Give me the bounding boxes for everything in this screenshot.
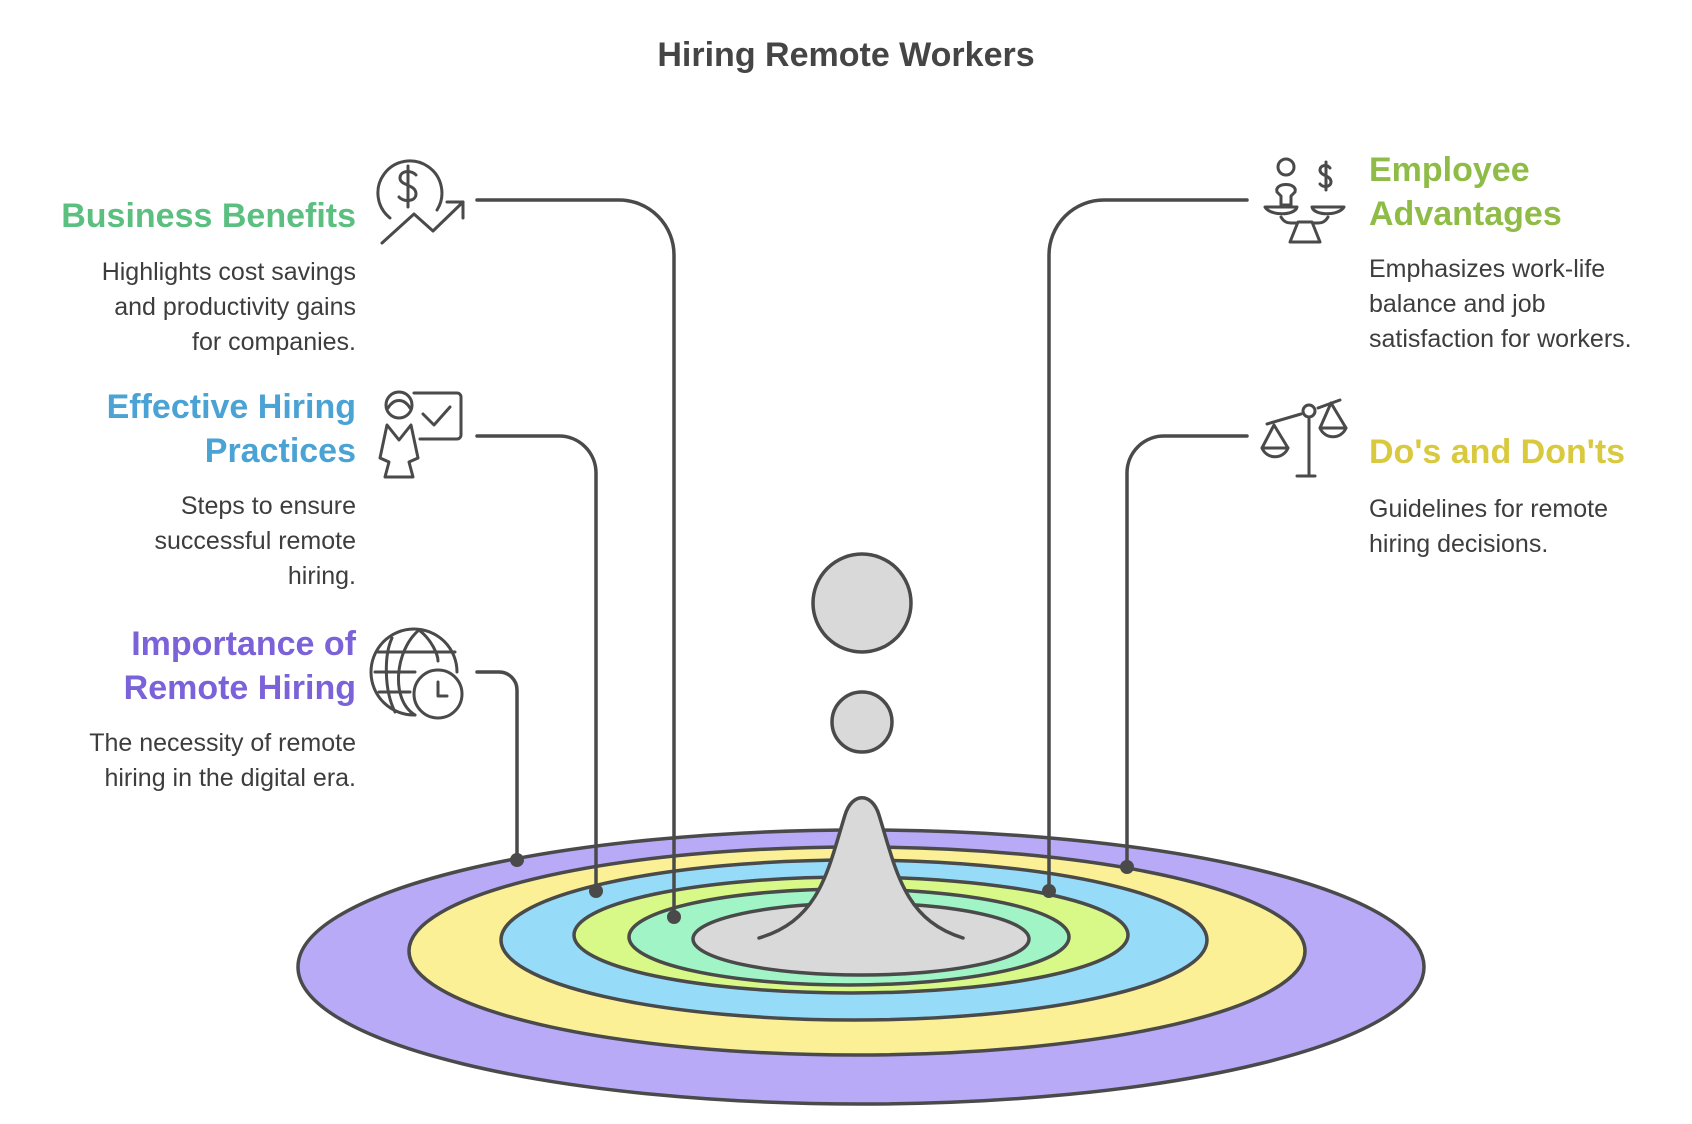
desc-line: Steps to ensure [180, 492, 356, 520]
desc-line: The necessity of remote [89, 729, 356, 757]
item-dos-and-donts: Do's and Don'ts Guidelines for remote hi… [1369, 430, 1689, 562]
connector-importance [475, 670, 519, 862]
connector-business [475, 198, 676, 919]
connector-dot-hiring [589, 884, 603, 898]
heading-importance: Importance of [131, 625, 356, 663]
connector-dot-dos [1120, 860, 1134, 874]
connector-employee [1047, 198, 1249, 893]
item-effective-hiring: Effective Hiring Practices Steps to ensu… [0, 385, 356, 594]
connector-dos [1125, 434, 1249, 869]
diagram-title: Hiring Remote Workers [657, 36, 1035, 74]
heading-dos-donts: Do's and Don'ts [1369, 433, 1626, 471]
connector-dot-business [667, 910, 681, 924]
money-growth-icon [376, 159, 465, 245]
desc-line: balance and job [1369, 290, 1546, 318]
desc-line: Highlights cost savings [101, 258, 356, 286]
connector-hiring [475, 434, 598, 893]
desc-line: hiring decisions. [1369, 530, 1549, 558]
globe-clock-icon [369, 627, 464, 720]
splash-peak [757, 796, 965, 940]
heading-business-benefits: Business Benefits [61, 197, 356, 235]
item-business-benefits: Business Benefits Highlights cost saving… [0, 194, 356, 360]
scales-icon [1260, 398, 1348, 478]
desc-line: for companies. [192, 328, 356, 356]
person-money-balance-icon [1263, 157, 1346, 244]
heading-importance-line2: Remote Hiring [123, 669, 356, 707]
desc-line: satisfaction for workers. [1369, 325, 1632, 353]
droplet-large [811, 552, 913, 654]
heading-effective-hiring: Effective Hiring [106, 388, 356, 426]
desc-line: and productivity gains [114, 293, 356, 321]
heading-effective-hiring-line2: Practices [204, 432, 356, 470]
desc-line: hiring. [287, 562, 356, 590]
droplet-small [830, 690, 894, 754]
connector-dot-employee [1042, 884, 1056, 898]
desc-line: successful remote [154, 527, 356, 555]
ripple-rings [296, 828, 1426, 1106]
item-employee-advantages: Employee Advantages Emphasizes work-life… [1369, 148, 1689, 357]
connector-dot-importance [510, 853, 524, 867]
presenter-checklist-icon [378, 390, 463, 479]
item-importance-remote-hiring: Importance of Remote Hiring The necessit… [0, 622, 356, 796]
desc-line: Emphasizes work-life [1369, 255, 1606, 283]
desc-line: hiring in the digital era. [104, 764, 356, 792]
desc-line: Guidelines for remote [1369, 495, 1609, 523]
heading-employee-advantages-line2: Advantages [1369, 195, 1562, 233]
heading-employee-advantages: Employee [1369, 151, 1530, 189]
